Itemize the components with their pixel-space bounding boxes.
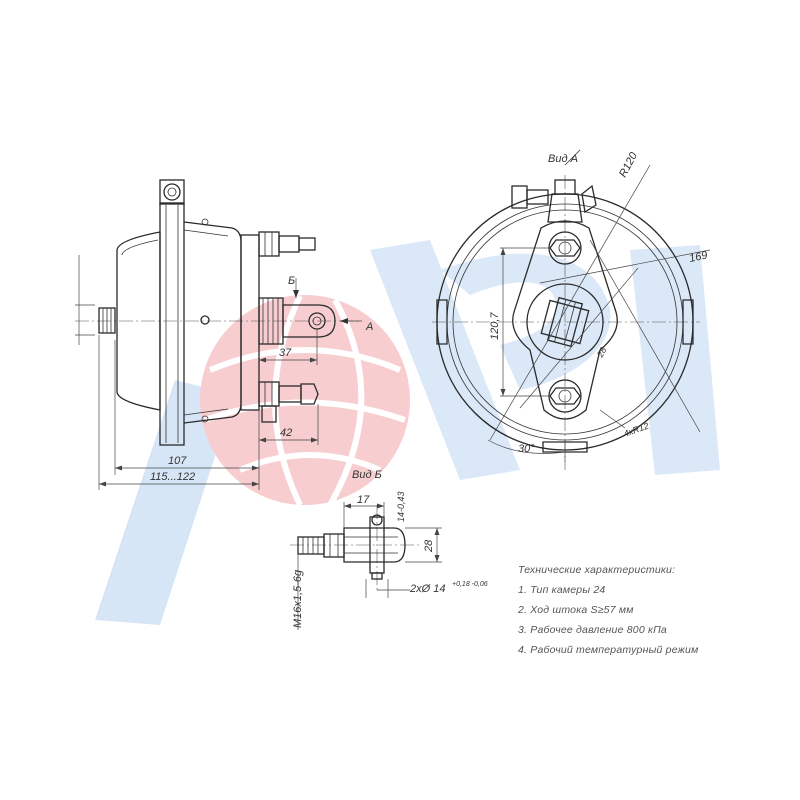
technical-specs: Технические характеристики: 1. Тип камер… [518, 560, 698, 660]
specs-title: Технические характеристики: [518, 564, 676, 576]
dim-169: 169 [688, 249, 708, 265]
dim-thread: M16х1,5-6g [292, 569, 304, 628]
spec-item-2: 2. Ход штока S≥57 мм [518, 604, 634, 616]
watermark-stroke-p [440, 253, 611, 390]
dim-37: 37 [279, 347, 292, 359]
spec-item-4: 4. Рабочий температурный режим [518, 644, 699, 656]
view-b-title: Вид Б [352, 469, 382, 481]
view-a-title: Вид А [548, 153, 578, 165]
dim-28: 28 [423, 539, 435, 553]
arrow-b-label: Б [288, 275, 295, 287]
dim-17: 17 [357, 494, 370, 506]
dim-r120: R120 [617, 150, 640, 180]
arrow-a-label: А [365, 321, 373, 333]
dim-115-122: 115...122 [150, 471, 195, 483]
dim-14-tol: 14-0,43 [396, 491, 406, 522]
spec-item-3: 3. Рабочее давление 800 кПа [518, 624, 667, 636]
view-b: Вид Б 17 14-0,43 28 [290, 469, 488, 630]
spec-item-1: 1. Тип камеры 24 [518, 584, 606, 596]
dim-42: 42 [280, 427, 292, 439]
dim-4x-r12: 4хR12 [622, 421, 650, 439]
side-view-dimensions: 107 115...122 37 42 А Б [98, 275, 373, 490]
side-view [75, 179, 360, 446]
dim-hole-tol: +0,18 -0,06 [452, 581, 488, 588]
watermark-logo [95, 240, 720, 625]
dim-107: 107 [168, 455, 187, 467]
dim-28-view-a: 28 [594, 345, 608, 359]
watermark-stroke-right [630, 245, 720, 475]
dim-120-7: 120,7 [489, 312, 501, 340]
dim-hole: 2хØ 14 [409, 583, 445, 595]
watermark-stroke-left [95, 380, 235, 625]
dim-angle-30: 30° [518, 443, 535, 455]
